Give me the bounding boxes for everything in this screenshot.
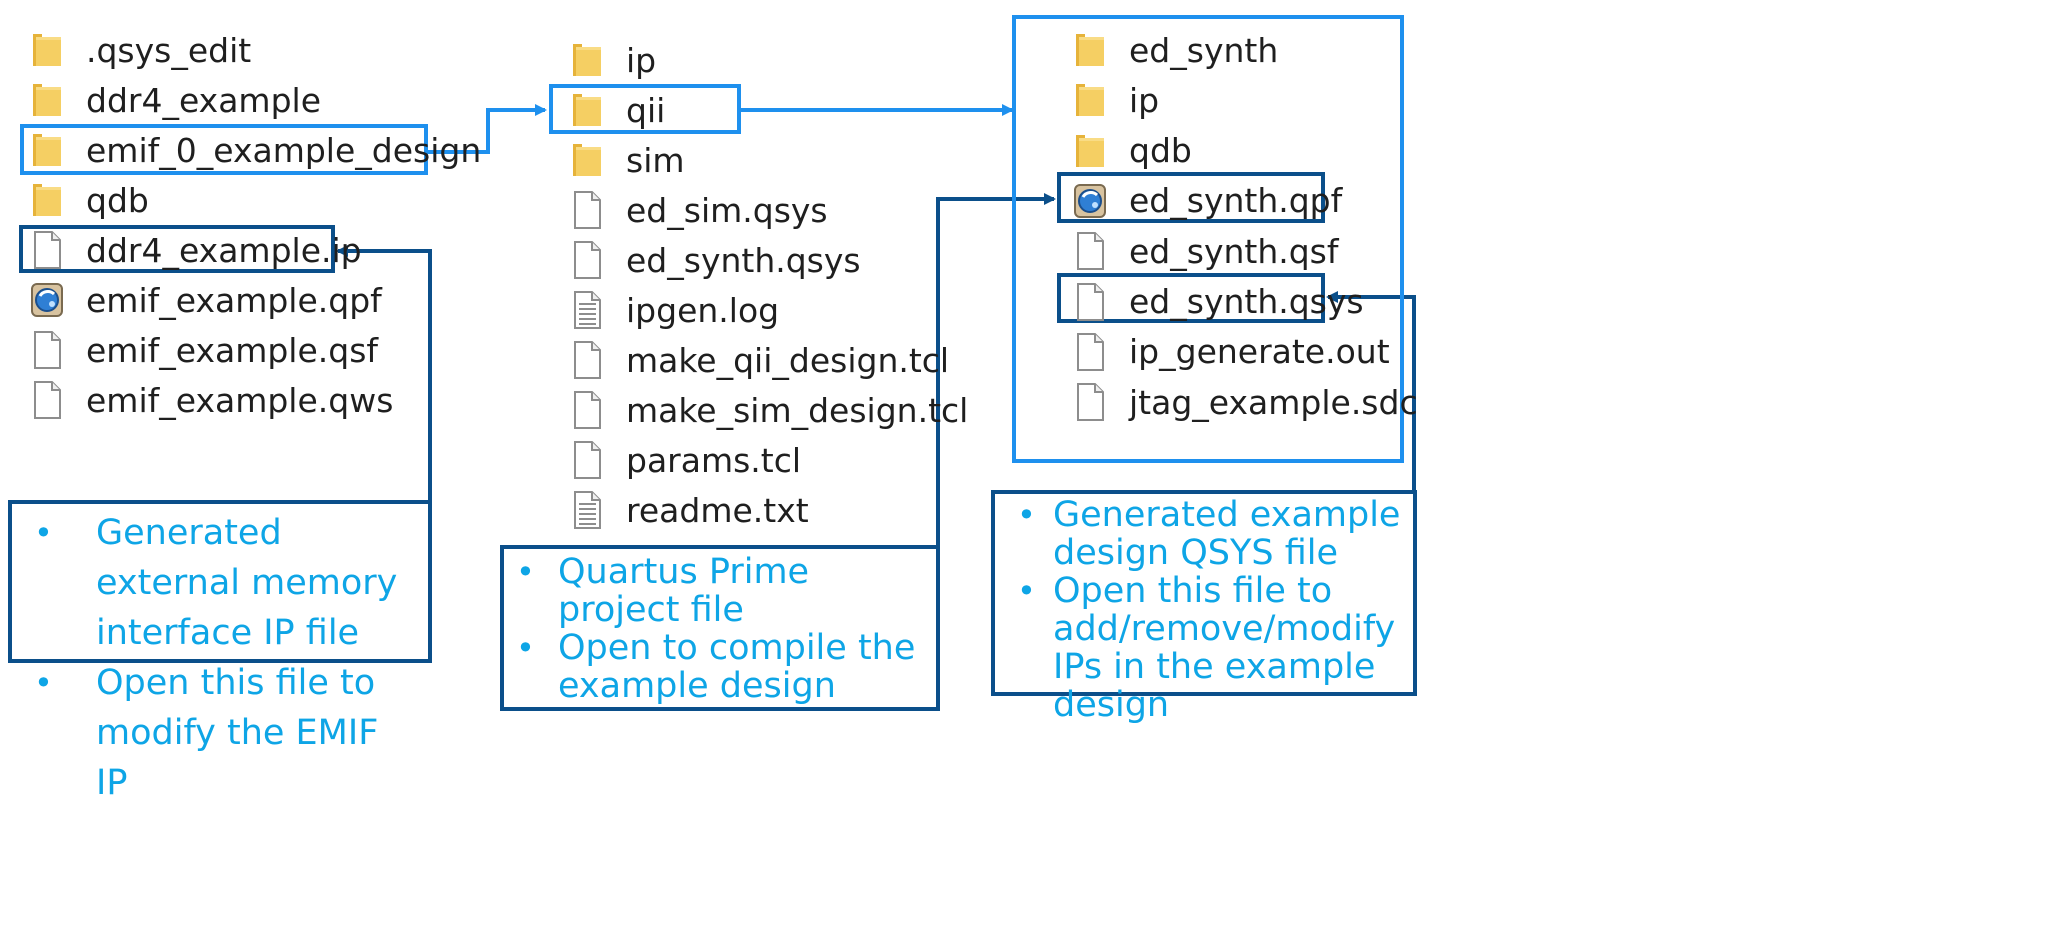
text-file-icon <box>570 290 604 330</box>
folder-icon <box>570 90 604 130</box>
quartus-project-icon <box>30 280 64 320</box>
middle-panel-item[interactable]: qii <box>570 85 665 135</box>
middle-panel-item[interactable]: ed_synth.qsys <box>570 235 861 285</box>
file-icon <box>570 190 604 230</box>
file-icon <box>1073 231 1107 271</box>
file-label: ipgen.log <box>626 290 780 330</box>
file-label: emif_example.qsf <box>86 330 379 370</box>
left-callout: •Generated external memory interface IP … <box>8 500 432 803</box>
right-panel-item[interactable]: ed_synth.qsf <box>1073 226 1339 276</box>
file-icon <box>30 380 64 420</box>
file-icon <box>1073 382 1107 422</box>
right-panel-item[interactable]: qdb <box>1073 126 1192 176</box>
middle-panel-item[interactable]: make_sim_design.tcl <box>570 385 968 435</box>
folder-icon <box>30 80 64 120</box>
folder-icon <box>30 30 64 70</box>
middle-panel-item[interactable]: sim <box>570 135 685 185</box>
text-file-icon <box>570 490 604 530</box>
quartus-project-icon <box>1073 181 1107 221</box>
left-panel-item[interactable]: ddr4_example <box>30 75 321 125</box>
file-label: ddr4_example.ip <box>86 230 362 270</box>
file-label: .qsys_edit <box>86 30 252 70</box>
left-panel-item[interactable]: .qsys_edit <box>30 25 251 75</box>
left-panel-item[interactable]: ddr4_example.ip <box>30 225 362 275</box>
right-panel-item[interactable]: ip <box>1073 75 1159 125</box>
file-icon <box>1073 332 1107 372</box>
file-label: ed_synth.qsys <box>1129 282 1364 321</box>
left-panel-item[interactable]: emif_example.qws <box>30 375 393 425</box>
middle-panel-item[interactable]: ipgen.log <box>570 285 779 335</box>
file-label: make_qii_design.tcl <box>626 340 950 380</box>
file-icon <box>1073 282 1107 322</box>
folder-icon <box>30 130 64 170</box>
middle-panel-item[interactable]: ip <box>570 35 656 85</box>
file-label: ed_synth <box>1129 30 1279 70</box>
file-label: ed_synth.qsf <box>1129 231 1339 271</box>
right-panel-item[interactable]: ed_synth.qsys <box>1073 277 1364 327</box>
right-callout: •Generated example design QSYS file •Ope… <box>991 490 1417 724</box>
file-label: params.tcl <box>626 440 802 480</box>
file-icon <box>570 240 604 280</box>
file-label: ip <box>626 40 657 80</box>
file-label: emif_0_example_design <box>86 130 482 170</box>
left-panel-item[interactable]: emif_example.qpf <box>30 275 382 325</box>
left-panel-item[interactable]: emif_example.qsf <box>30 325 378 375</box>
arrow-left-callout-to-ip-file <box>336 245 432 504</box>
highlight-emif-example-design <box>20 124 428 175</box>
right-callout-bullet-2: •Open this file to add/remove/modify IPs… <box>1017 571 1396 725</box>
file-label: emif_example.qws <box>86 380 394 420</box>
file-icon <box>30 330 64 370</box>
middle-panel-item[interactable]: params.tcl <box>570 435 801 485</box>
file-label: ip_generate.out <box>1129 332 1390 372</box>
highlight-ed-synth-qsys <box>1057 273 1325 323</box>
file-label: emif_example.qpf <box>86 280 382 320</box>
file-label: jtag_example.sdc <box>1129 382 1418 422</box>
file-label: ed_synth.qsys <box>626 240 861 280</box>
file-icon <box>30 230 64 270</box>
right-panel-item[interactable]: ed_synth.qpf <box>1073 176 1342 226</box>
left-callout-bullet-2: •Open this file to modify the EMIF IP <box>34 663 379 803</box>
folder-icon <box>570 40 604 80</box>
file-label: make_sim_design.tcl <box>626 390 969 430</box>
right-panel-item[interactable]: ip_generate.out <box>1073 327 1390 377</box>
file-label: sim <box>626 140 685 180</box>
file-label: qii <box>626 90 666 130</box>
left-panel-item[interactable]: qdb <box>30 175 149 225</box>
left-panel-item[interactable]: emif_0_example_design <box>30 125 481 175</box>
left-callout-bullet-1: •Generated external memory interface IP … <box>34 513 398 653</box>
file-label: qdb <box>1129 131 1192 171</box>
right-panel-frame <box>1012 15 1404 463</box>
folder-icon <box>570 140 604 180</box>
file-label: ip <box>1129 80 1160 120</box>
file-label: ed_synth.qpf <box>1129 181 1343 221</box>
folder-icon <box>30 180 64 220</box>
folder-icon <box>1073 131 1107 171</box>
file-label: qdb <box>86 180 149 220</box>
middle-panel-item[interactable]: readme.txt <box>570 485 809 535</box>
right-panel-item[interactable]: jtag_example.sdc <box>1073 377 1418 427</box>
file-icon <box>570 390 604 430</box>
file-icon <box>570 340 604 380</box>
middle-panel-item[interactable]: ed_sim.qsys <box>570 185 828 235</box>
file-label: ddr4_example <box>86 80 321 120</box>
middle-callout: •Quartus Prime project file •Open to com… <box>500 545 940 711</box>
folder-icon <box>1073 80 1107 120</box>
folder-icon <box>1073 30 1107 70</box>
file-label: readme.txt <box>626 490 809 530</box>
middle-callout-bullet-1: •Quartus Prime project file <box>516 552 810 630</box>
arrow-right-callout-to-qsys <box>1326 291 1416 492</box>
highlight-qii <box>549 84 741 134</box>
middle-callout-bullet-2: •Open to compile the example design <box>516 628 916 706</box>
highlight-ed-synth-qpf <box>1057 172 1325 223</box>
file-label: ed_sim.qsys <box>626 190 828 230</box>
middle-panel-item[interactable]: make_qii_design.tcl <box>570 335 949 385</box>
file-icon <box>570 440 604 480</box>
arrow-emif-to-qii <box>427 104 547 154</box>
right-callout-bullet-1: •Generated example design QSYS file <box>1017 495 1401 573</box>
highlight-ddr4-ip <box>19 225 335 273</box>
right-panel-item[interactable]: ed_synth <box>1073 25 1278 75</box>
